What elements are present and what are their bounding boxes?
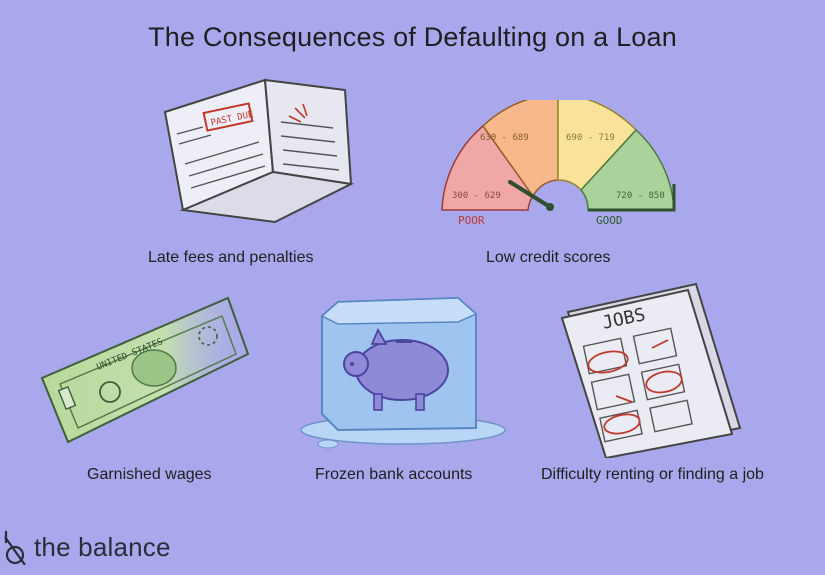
- caption-frozen-accounts: Frozen bank accounts: [315, 466, 473, 483]
- brand-name: the balance: [34, 531, 171, 562]
- gauge-poor-label: POOR: [458, 214, 485, 227]
- brand: the balance: [2, 529, 171, 565]
- gauge-range-fair: 630 - 689: [480, 133, 529, 143]
- gauge-range-excellent: 720 - 850: [616, 191, 665, 201]
- gauge-range-good: 690 - 719: [566, 133, 615, 143]
- frozen-piggy-bank-icon: [300, 296, 506, 449]
- gauge-range-poor: 300 - 629: [452, 191, 501, 201]
- caption-garnished-wages: Garnished wages: [87, 466, 212, 483]
- past-due-bill-icon: PAST DUE: [163, 78, 355, 224]
- dollar-bill-icon: UNITED STATES: [40, 296, 250, 444]
- caption-difficulty-renting: Difficulty renting or finding a job: [541, 466, 764, 483]
- caption-late-fees: Late fees and penalties: [148, 249, 314, 266]
- jobs-newspaper-icon: JOBS: [560, 282, 742, 458]
- page-title: The Consequences of Defaulting on a Loan: [148, 22, 677, 52]
- credit-score-gauge-icon: 300 - 629 630 - 689 690 - 719 720 - 850 …: [441, 100, 676, 227]
- gauge-good-label: GOOD: [596, 214, 623, 227]
- balance-logo-icon: [4, 531, 26, 565]
- caption-low-credit: Low credit scores: [486, 249, 611, 266]
